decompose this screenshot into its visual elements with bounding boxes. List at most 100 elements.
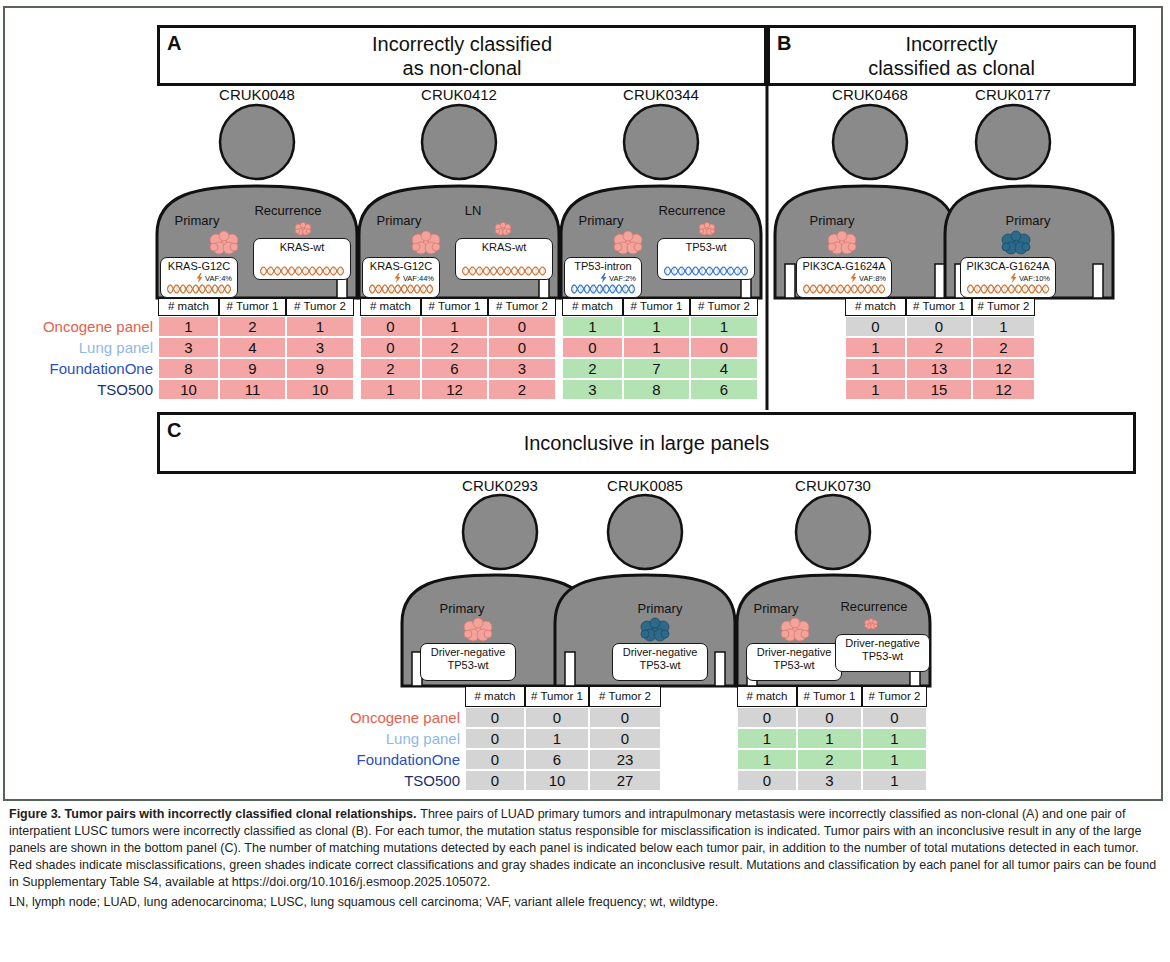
dna-rung bbox=[278, 267, 279, 275]
tumor-lobe bbox=[432, 243, 440, 251]
table-cell: 2 bbox=[562, 358, 623, 379]
tumor-site-label: LN bbox=[465, 203, 482, 219]
patient-head bbox=[796, 495, 870, 569]
dna-rung bbox=[379, 285, 380, 293]
dna-backbone bbox=[967, 285, 1049, 293]
dna-rung bbox=[391, 285, 392, 293]
cell-value: 0 bbox=[553, 709, 561, 726]
cell-value: 1 bbox=[763, 751, 771, 768]
table-cell: 0 bbox=[862, 707, 927, 728]
cell-value: 9 bbox=[248, 360, 256, 377]
dna-backbone bbox=[369, 285, 433, 293]
patient-figure: CRUK0412PrimaryLNKRAS-G12CVAF:44%KRAS-wt bbox=[359, 83, 559, 298]
cell-value: 1 bbox=[652, 339, 660, 356]
tumor-illustration bbox=[828, 231, 856, 254]
panel-row-label: FoundationOne bbox=[0, 360, 153, 378]
table-cell: 0 bbox=[360, 337, 421, 358]
table-cell: 1 bbox=[972, 316, 1035, 337]
table-cell: 1 bbox=[525, 728, 589, 749]
mutation-box: Driver-negative TP53-wt bbox=[420, 643, 516, 681]
table-cell: 0 bbox=[465, 770, 525, 791]
dna-strand bbox=[167, 284, 231, 294]
tumor-illustration bbox=[412, 231, 440, 254]
patient-id: CRUK0085 bbox=[607, 477, 683, 495]
panel-title: Incorrectly classified as clonal bbox=[868, 32, 1036, 80]
table-cell: # Tumor 2 bbox=[488, 298, 556, 316]
panel-letter: C bbox=[167, 418, 181, 442]
tumor-illustration bbox=[641, 618, 669, 641]
tumor-lobe bbox=[704, 222, 710, 228]
patient-body bbox=[157, 186, 357, 298]
dna-strand bbox=[260, 266, 344, 276]
tumor-illustration bbox=[781, 618, 809, 641]
table-cell: 0 bbox=[737, 707, 797, 728]
patient-head bbox=[833, 105, 907, 179]
cell-value: # Tumor 2 bbox=[496, 300, 548, 314]
table-cell: # Tumor 2 bbox=[286, 298, 354, 316]
mutation-box: KRAS-wt bbox=[253, 238, 351, 280]
cell-value: 12 bbox=[446, 381, 463, 398]
table-cell: 4 bbox=[690, 358, 758, 379]
panel-header: BIncorrectly classified as clonal bbox=[767, 25, 1136, 86]
table-cell: 7 bbox=[623, 358, 690, 379]
lightning-icon bbox=[1010, 273, 1017, 283]
dna-rung bbox=[528, 267, 529, 275]
table-cell: 0 bbox=[906, 316, 972, 337]
table-cell: # match bbox=[845, 298, 906, 316]
dna-rung bbox=[480, 267, 481, 275]
vaf-label: VAF:2% bbox=[609, 274, 636, 283]
cell-value: 0 bbox=[763, 709, 771, 726]
tumor-lobe bbox=[869, 619, 874, 624]
cell-value: 3 bbox=[825, 772, 833, 789]
table-cell: 3 bbox=[488, 358, 556, 379]
vaf-row: VAF:10% bbox=[1010, 273, 1050, 283]
tumor-lobe bbox=[650, 618, 660, 628]
table-cell: 0 bbox=[465, 707, 525, 728]
cell-value: 1 bbox=[450, 318, 458, 335]
tumor-lobe bbox=[495, 229, 499, 233]
table-cell: 2 bbox=[972, 337, 1035, 358]
patient-body bbox=[737, 575, 930, 686]
tumor-lobe bbox=[210, 243, 218, 251]
cell-value: 10 bbox=[312, 381, 329, 398]
table-cell: 2 bbox=[421, 337, 488, 358]
cell-value: 3 bbox=[588, 381, 596, 398]
cell-value: 0 bbox=[386, 318, 394, 335]
cell-value: # match bbox=[168, 300, 209, 314]
cell-value: 6 bbox=[553, 751, 561, 768]
table-cell: 0 bbox=[737, 770, 797, 791]
dna-backbone bbox=[260, 267, 344, 275]
table-cell: 0 bbox=[589, 707, 661, 728]
cell-value: 23 bbox=[617, 751, 634, 768]
cell-value: # match bbox=[855, 300, 896, 314]
panel-row-label: Lung panel bbox=[0, 339, 153, 357]
tumor-lobe bbox=[634, 243, 642, 251]
table-cell: 1 bbox=[737, 749, 797, 770]
outer-frame bbox=[4, 7, 1162, 800]
tumor-lobe bbox=[790, 618, 800, 628]
dna-rung bbox=[326, 267, 327, 275]
dna-strand bbox=[462, 266, 546, 276]
table-cell: 11 bbox=[219, 379, 286, 400]
table-cell: 0 bbox=[589, 728, 661, 749]
table-cell: 10 bbox=[158, 379, 219, 400]
table-cell: 3 bbox=[286, 337, 354, 358]
table-cell: 8 bbox=[158, 358, 219, 379]
cell-value: 2 bbox=[825, 751, 833, 768]
cell-value: 0 bbox=[588, 339, 596, 356]
table-cell: # match bbox=[562, 298, 623, 316]
table-cell: 1 bbox=[623, 337, 690, 358]
patient-head bbox=[463, 495, 537, 569]
dna-backbone bbox=[167, 285, 231, 293]
cell-value: 3 bbox=[518, 360, 526, 377]
table-cell: # match bbox=[465, 686, 525, 707]
cell-value: 1 bbox=[652, 318, 660, 335]
abbreviations: LN, lymph node; LUAD, lung adenocarcinom… bbox=[9, 894, 1159, 911]
cell-value: 12 bbox=[995, 381, 1012, 398]
cell-value: 0 bbox=[621, 730, 629, 747]
panel-row-label: Oncogene panel bbox=[0, 318, 153, 336]
table-cell: 1 bbox=[862, 749, 927, 770]
panel-title: Incorrectly classified as non-clonal bbox=[371, 32, 553, 80]
cell-value: 0 bbox=[621, 709, 629, 726]
